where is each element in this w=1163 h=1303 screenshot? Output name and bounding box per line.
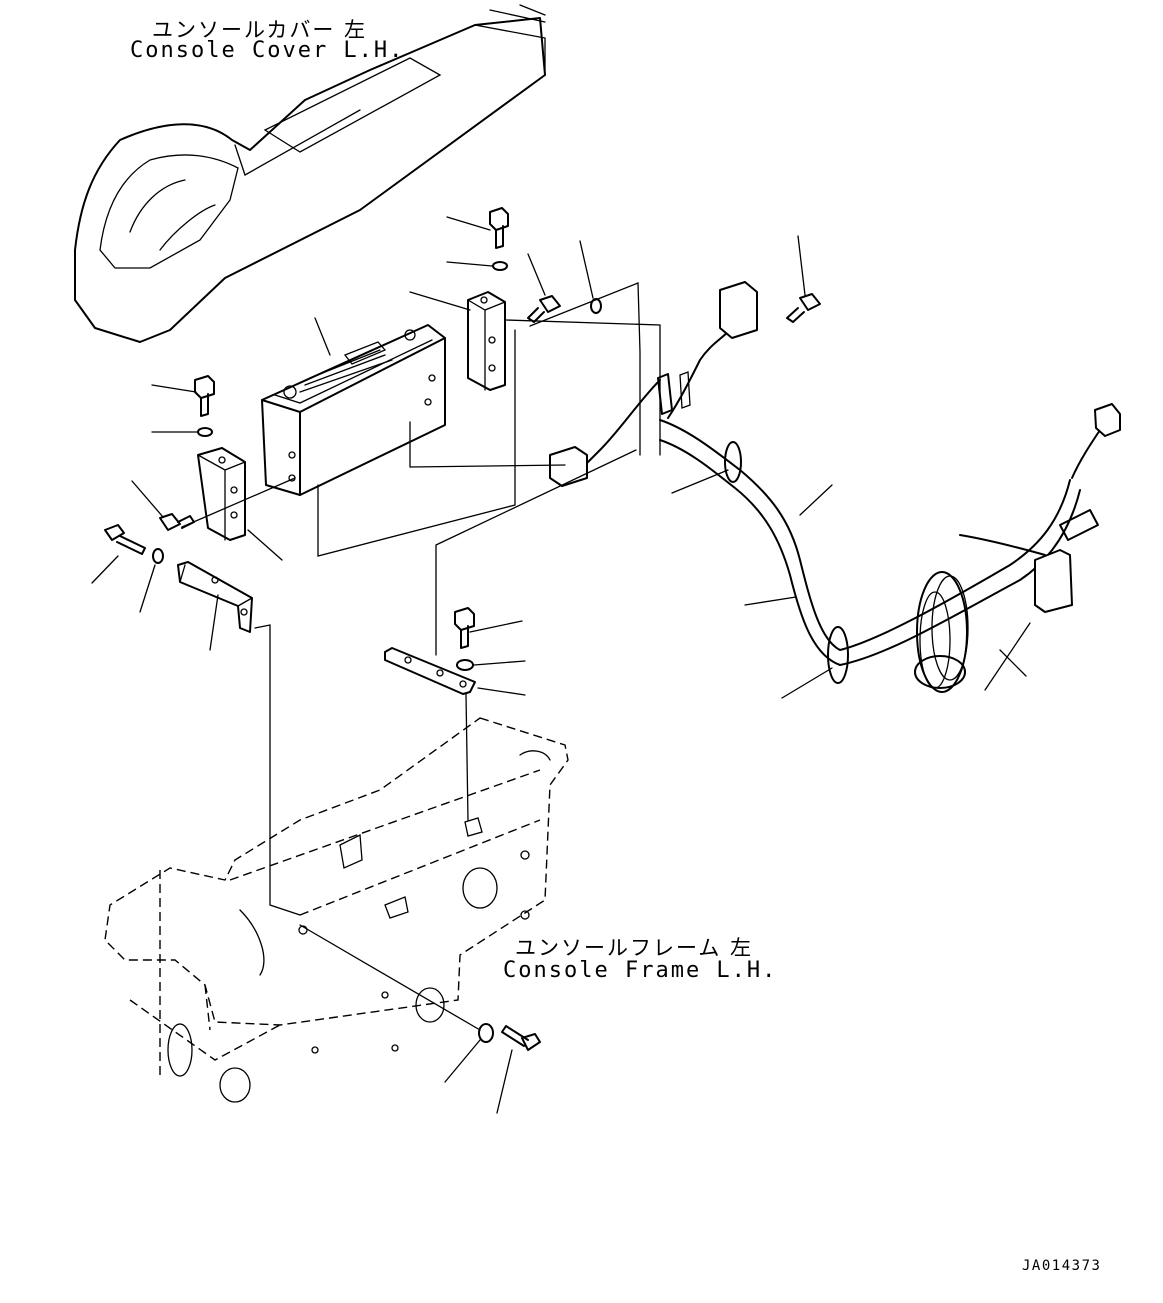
console-cover-label-en: Console Cover L.H.: [130, 38, 405, 63]
console-frame-label-en: Console Frame L.H.: [503, 958, 778, 983]
lower-bracket: [177, 561, 253, 633]
fasteners: [104, 207, 821, 1051]
wire-harness: [549, 281, 1121, 693]
console-frame-label-jp: ユンソールフレーム 左: [515, 936, 754, 960]
console-cover: [74, 4, 546, 343]
drawing-code: JA014373: [1022, 1258, 1102, 1274]
reference-lines: [181, 282, 661, 1031]
mounting-plate: [384, 647, 476, 695]
leader-lines: [91, 216, 1031, 1114]
controller-unit: [261, 324, 446, 496]
console-cover-label-jp: ユンソールカバー 左: [152, 18, 368, 42]
right-bracket: [467, 291, 506, 391]
left-bracket: [197, 447, 246, 541]
console-frame: [104, 717, 569, 1103]
